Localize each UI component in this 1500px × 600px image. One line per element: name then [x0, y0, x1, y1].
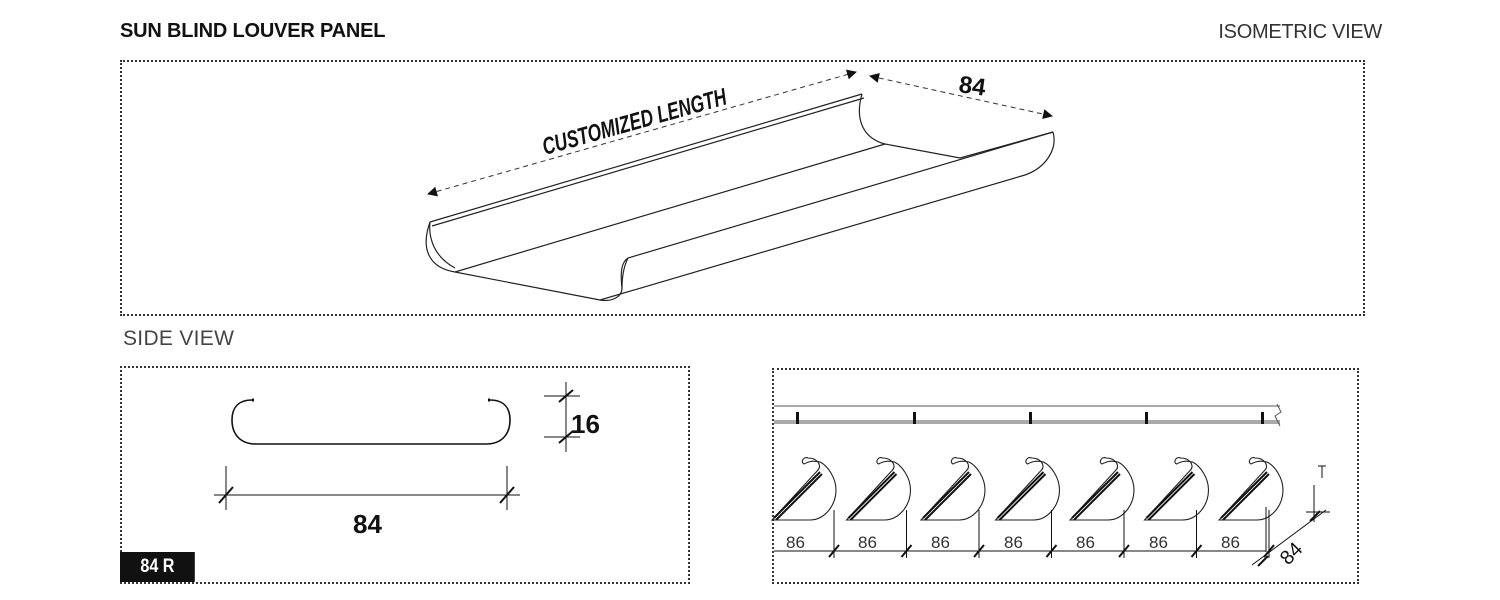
louver-blade — [919, 457, 986, 521]
spacing-tick — [1045, 544, 1058, 558]
louver-blade-edge — [922, 471, 972, 521]
louver-blade — [770, 457, 837, 521]
isometric-view-panel — [120, 60, 1365, 316]
spacing-tick — [973, 544, 985, 558]
side-width-dimension — [214, 466, 520, 510]
side-height-label: 16 — [571, 409, 600, 439]
page-title: SUN BLIND LOUVER PANEL — [120, 20, 386, 42]
spacing-tick — [828, 544, 840, 558]
spacing-label: 86 — [1149, 533, 1168, 552]
louver-blade — [994, 457, 1061, 521]
isometric-louver — [425, 93, 1055, 302]
louver-blade — [1068, 457, 1135, 521]
assembly-view-panel — [772, 368, 1359, 584]
louver-blade-edge — [773, 471, 823, 521]
louver-blade — [1143, 457, 1210, 521]
side-height-dimension — [544, 382, 580, 452]
louver-blade — [1217, 457, 1284, 521]
spacing-label: 86 — [786, 533, 805, 552]
side-profile — [231, 398, 511, 445]
blade-dimension — [1251, 465, 1330, 567]
length-dimension-line — [427, 69, 857, 197]
louver-blade-edge — [1071, 471, 1121, 521]
width-dimension-line — [869, 73, 1053, 119]
side-view-label: SIDE VIEW — [123, 327, 235, 350]
spacing-label: 86 — [1076, 533, 1095, 552]
louver-blade-edge — [847, 471, 898, 521]
spacing-tick — [1190, 544, 1203, 558]
side-view-panel — [120, 366, 690, 584]
louver-blade — [845, 457, 912, 521]
profile-badge: 84 R — [120, 552, 195, 582]
spacing-label: 86 — [931, 533, 950, 552]
customized-length-label: CUSTOMIZED LENGTH — [539, 84, 730, 161]
isometric-view-label: ISOMETRIC VIEW — [1218, 21, 1382, 43]
blade-dimension-label: 84 — [1276, 538, 1307, 569]
iso-width-label: 84 — [957, 71, 988, 102]
spacing-label: 86 — [1221, 533, 1240, 552]
louver-blade-edge — [1145, 471, 1196, 521]
louver-blade-edge — [996, 471, 1047, 521]
rail-fasteners — [796, 412, 1264, 424]
spacing-label: 86 — [858, 533, 877, 552]
spacing-label: 86 — [1004, 533, 1023, 552]
louver-blade-edge — [1220, 471, 1270, 521]
side-width-label: 84 — [353, 509, 382, 539]
spacing-tick — [900, 544, 913, 558]
spacing-tick — [1118, 544, 1130, 558]
assembly-rail — [774, 403, 1282, 427]
louver-blades — [770, 457, 1284, 521]
